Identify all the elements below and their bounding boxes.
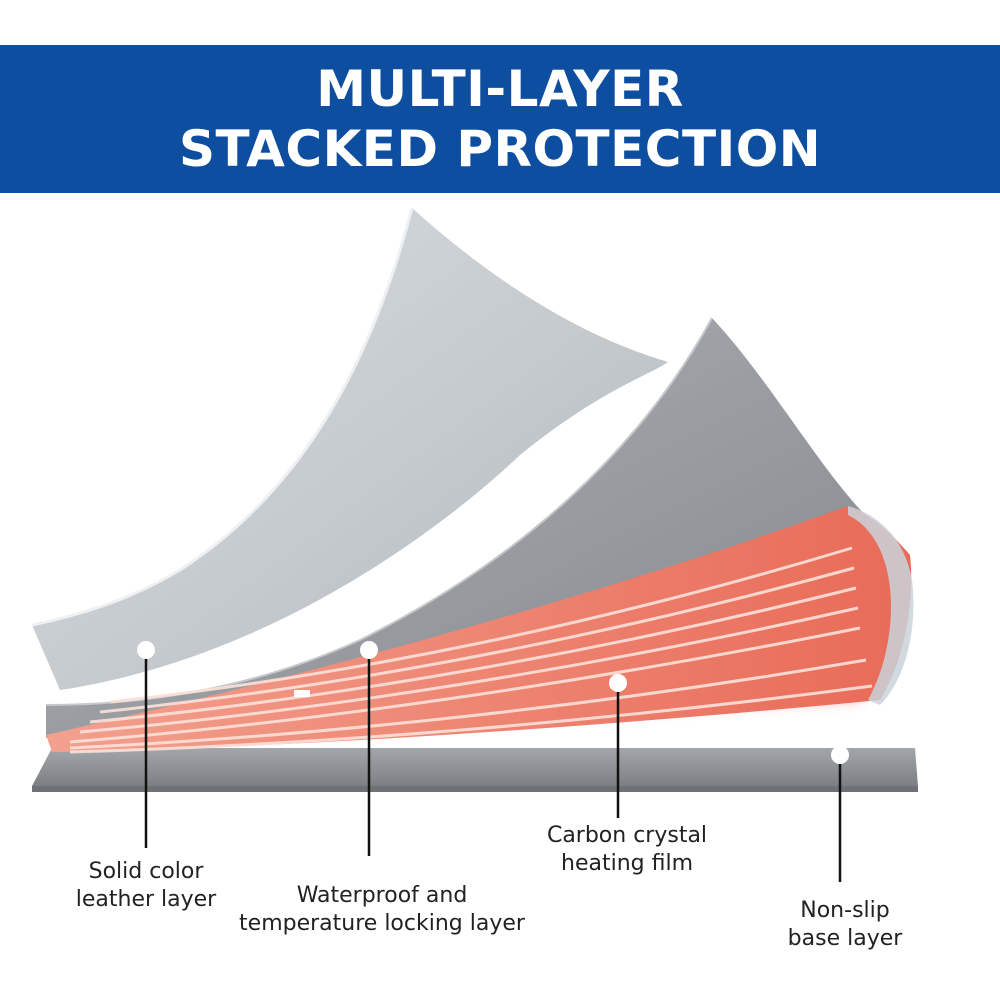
label-base-layer: Non-slip base layer [770, 897, 920, 953]
label-waterproof-line-1: Waterproof and [296, 883, 468, 908]
title-line-2: STACKED PROTECTION [178, 120, 822, 178]
title-banner: MULTI-LAYER STACKED PROTECTION [0, 45, 1000, 193]
callout-lines [144, 650, 842, 882]
leather-layer-edge [31, 207, 414, 627]
leather-layer-shape [32, 208, 668, 690]
label-waterproof-layer: Waterproof and temperature locking layer [222, 882, 542, 938]
callout-dot-base [831, 746, 849, 764]
film-highlight [294, 690, 310, 697]
heating-film-strips [69, 546, 873, 754]
base-layer-shape [32, 748, 918, 786]
base-layer-edge [32, 786, 918, 792]
callout-dot-leather [137, 641, 155, 659]
label-waterproof-line-2: temperature locking layer [239, 911, 525, 936]
label-leather-line-2: leather layer [75, 887, 217, 912]
label-base-line-1: Non-slip [800, 898, 890, 923]
label-heating-film-line-2: heating film [561, 851, 693, 876]
heating-film-curl [848, 506, 914, 705]
label-leather-line-1: Solid color [88, 859, 204, 884]
title-line-1: MULTI-LAYER [316, 60, 684, 118]
callout-dot-waterproof [360, 641, 378, 659]
callout-dots [137, 641, 849, 764]
label-heating-film-line-1: Carbon crystal [546, 823, 708, 848]
callout-dot-heating-film [609, 674, 627, 692]
label-heating-film: Carbon crystal heating film [532, 822, 722, 878]
label-leather-layer: Solid color leather layer [56, 858, 236, 914]
label-base-line-2: base layer [787, 926, 903, 951]
